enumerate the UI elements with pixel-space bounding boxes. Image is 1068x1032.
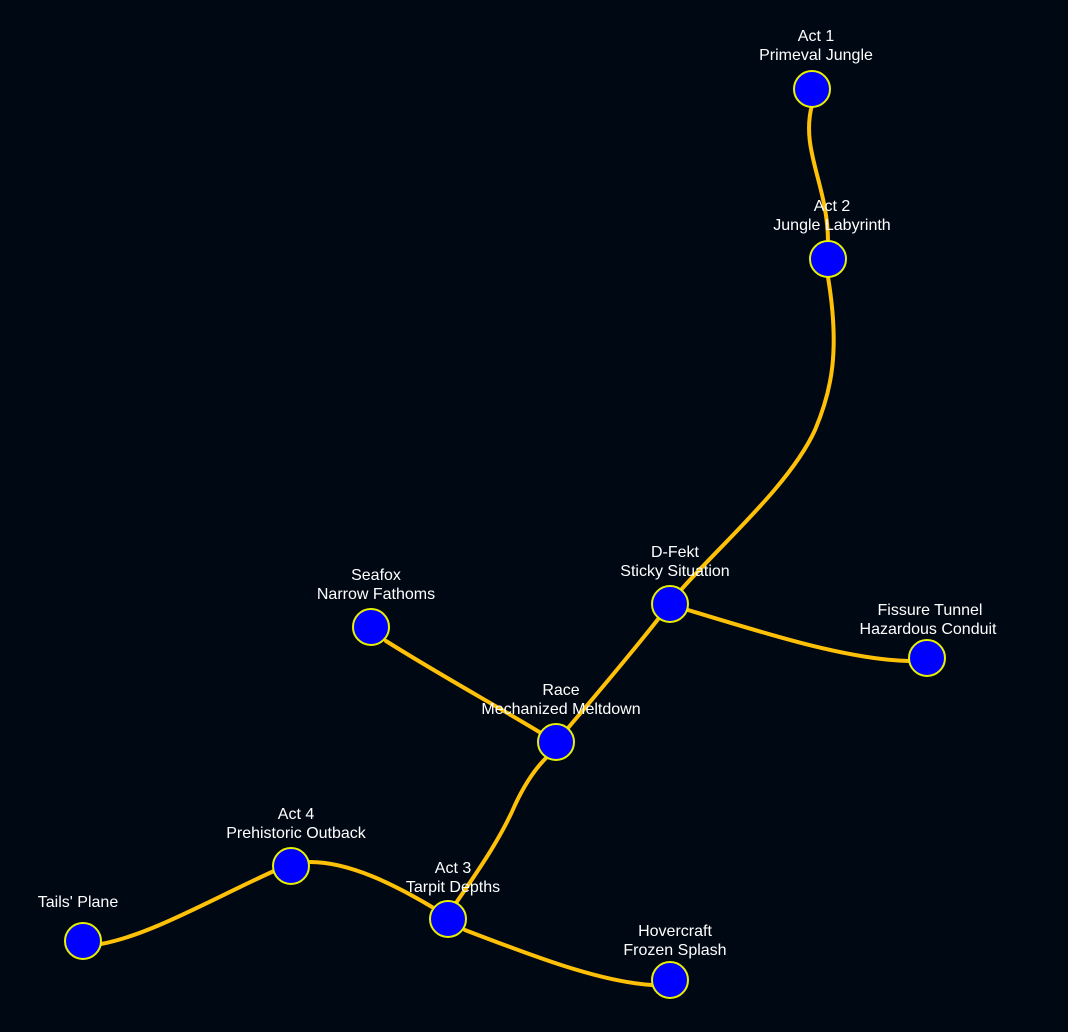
link-tails-act4 [99, 869, 276, 946]
node-act1-circle[interactable] [793, 70, 831, 108]
node-race-circle[interactable] [537, 723, 575, 761]
node-hovercraft-circle[interactable] [651, 961, 689, 999]
node-act3-circle[interactable] [429, 900, 467, 938]
node-fissure-circle[interactable] [908, 639, 946, 677]
link-dfekt-race [566, 616, 661, 730]
link-race-act3 [454, 756, 548, 905]
node-tails-circle[interactable] [64, 922, 102, 960]
node-act4-circle[interactable] [272, 847, 310, 885]
link-act3-hovercraft [463, 928, 654, 987]
link-act4-act3 [308, 860, 434, 909]
link-seafox-race [384, 639, 543, 735]
link-act2-dfekt [678, 275, 836, 593]
node-seafox-circle[interactable] [352, 608, 390, 646]
link-act1-act2 [807, 103, 830, 244]
links-layer [99, 103, 912, 987]
node-dfekt-circle[interactable] [651, 585, 689, 623]
link-dfekt-fissure [686, 608, 912, 663]
node-act2-circle[interactable] [809, 240, 847, 278]
